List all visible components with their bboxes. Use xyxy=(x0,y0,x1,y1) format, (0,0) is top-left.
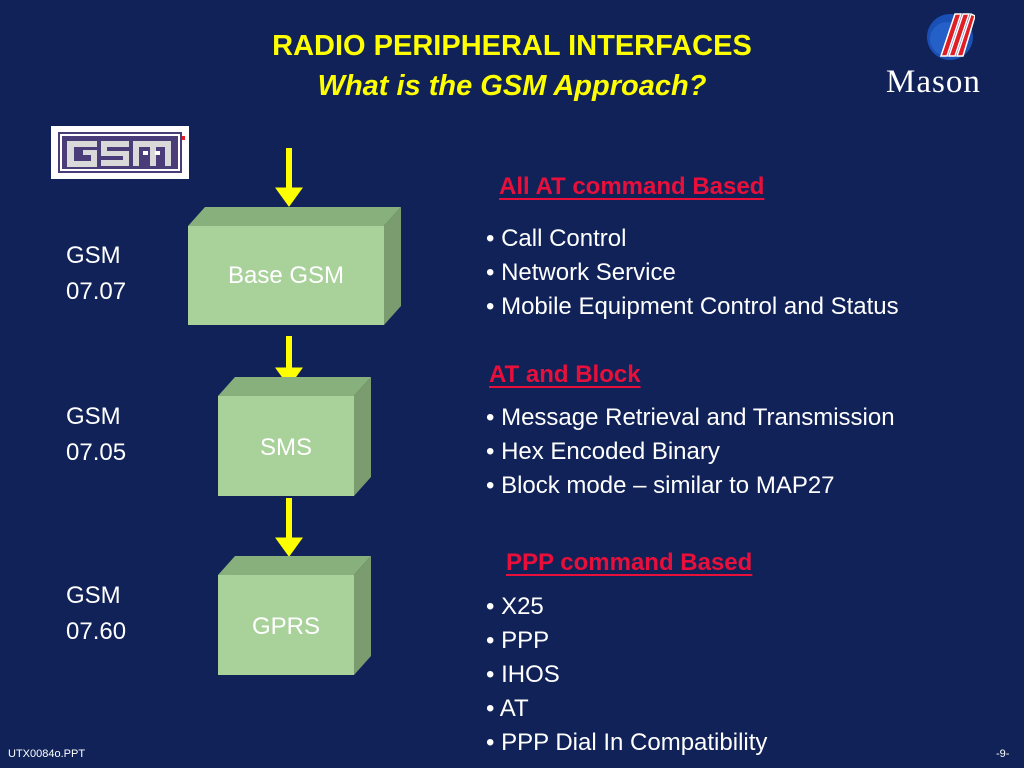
base-gsm-label: Base GSM xyxy=(227,262,345,289)
list-item: • Hex Encoded Binary xyxy=(486,438,720,465)
list-item: • Call Control xyxy=(486,225,627,252)
gsm-logo xyxy=(51,126,189,179)
standard-label-0760: GSM 07.60 xyxy=(66,582,127,645)
list-item: • PPP Dial In Compatibility xyxy=(486,729,768,756)
sms-label: SMS xyxy=(259,434,312,461)
standard-label-0707: GSM 07.07 xyxy=(66,242,127,305)
heading-at-and-block: AT and Block xyxy=(489,361,641,388)
bullet-list-sms: • Message Retrieval and Transmission • H… xyxy=(486,401,895,503)
bullet-list-gprs: • X25 • PPP • IHOS • AT • PPP Dial In Co… xyxy=(486,590,767,760)
page-title: RADIO PERIPHERAL INTERFACES xyxy=(272,30,752,62)
bullet-list-base-gsm: • Call Control • Network Service • Mobil… xyxy=(486,222,899,324)
gprs-box xyxy=(218,556,371,675)
mason-logo-icon xyxy=(925,8,976,62)
company-name: Mason xyxy=(886,64,981,100)
footer-filename: UTX0084o.PPT xyxy=(8,748,86,760)
list-item: • X25 xyxy=(486,593,544,620)
sms-box xyxy=(218,377,371,496)
base-gsm-box xyxy=(188,207,401,325)
arrow-into-base-gsm xyxy=(275,148,303,207)
arrow-sms-to-gprs xyxy=(275,498,303,557)
list-item: • Message Retrieval and Transmission xyxy=(486,404,895,431)
list-item: • Network Service xyxy=(486,259,676,286)
list-item: • Block mode – similar to MAP27 xyxy=(486,472,835,499)
footer-page-number: -9- xyxy=(996,748,1010,760)
list-item: • AT xyxy=(486,695,529,722)
gprs-label: GPRS xyxy=(251,613,320,640)
heading-all-at-command: All AT command Based xyxy=(499,173,765,200)
list-item: • PPP xyxy=(486,627,550,654)
list-item: • Mobile Equipment Control and Status xyxy=(486,293,899,320)
list-item: • IHOS xyxy=(486,661,560,688)
heading-ppp-command: PPP command Based xyxy=(506,549,753,576)
standard-label-0705: GSM 07.05 xyxy=(66,403,127,466)
page-subtitle: What is the GSM Approach? xyxy=(317,70,707,102)
